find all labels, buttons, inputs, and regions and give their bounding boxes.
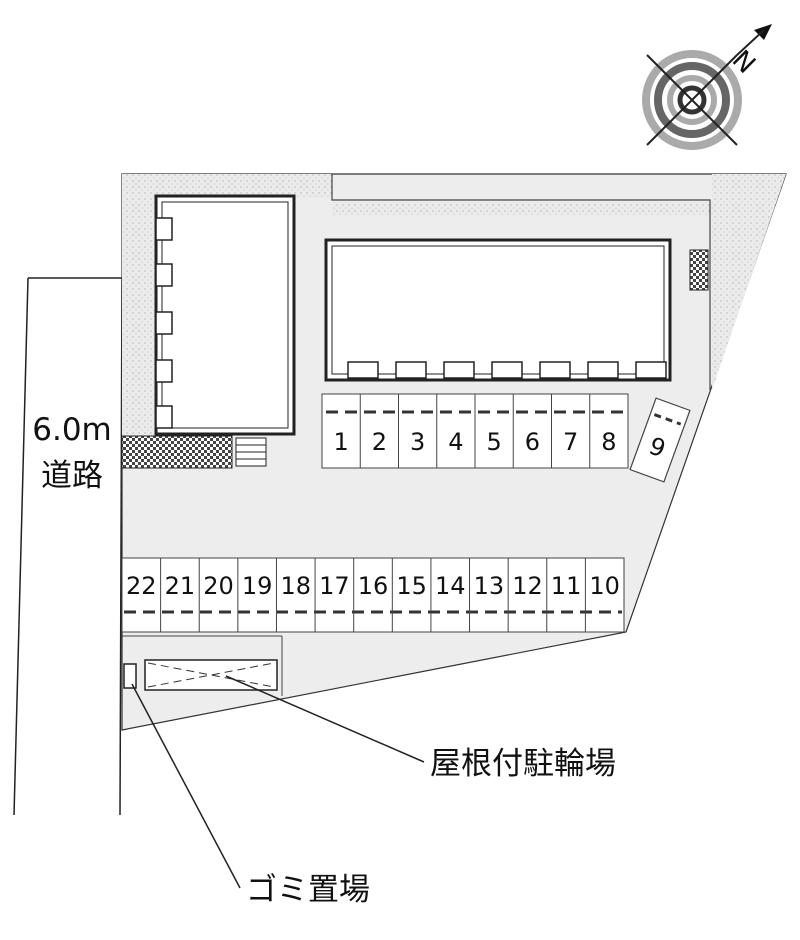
stall-label-22: 22 — [126, 572, 157, 600]
stall-label-8: 8 — [601, 428, 616, 456]
parking-stall-9: 9 — [629, 397, 691, 483]
bicycle-parking-x-2 — [147, 662, 275, 688]
paving-area — [121, 435, 233, 469]
stall-label-18: 18 — [280, 572, 311, 600]
landscape-strip-top — [122, 174, 332, 198]
stall-label-19: 19 — [242, 572, 273, 600]
stairs — [235, 437, 267, 467]
bicycle-parking-label: 屋根付駐輪場 — [430, 746, 616, 782]
stall-label-21: 21 — [165, 572, 196, 600]
stall-label-2: 2 — [372, 428, 387, 456]
garbage-area — [123, 663, 137, 689]
bicycle-parking-x-1 — [147, 662, 275, 688]
leader-line-bicycle — [225, 675, 425, 763]
building-b-balconies — [347, 361, 667, 379]
stall-label-14: 14 — [435, 572, 466, 600]
stall-label-16: 16 — [358, 572, 389, 600]
bicycle-parking-area — [144, 659, 278, 691]
stall-label-20: 20 — [203, 572, 234, 600]
stall-label-15: 15 — [396, 572, 427, 600]
stall-label-7: 7 — [563, 428, 578, 456]
stall-label-4: 4 — [448, 428, 463, 456]
stall-label-6: 6 — [525, 428, 540, 456]
stall-label-13: 13 — [474, 572, 505, 600]
landscape-strip-left — [122, 174, 154, 436]
garbage-label: ゴミ置場 — [246, 872, 370, 908]
parking-row-top-dividers — [359, 394, 591, 468]
landscape-strip-upper — [332, 202, 712, 216]
stall-label-1: 1 — [333, 428, 348, 456]
stall-label-11: 11 — [551, 572, 582, 600]
utility-box — [689, 249, 709, 291]
stall-label-3: 3 — [410, 428, 425, 456]
stall-label-10: 10 — [589, 572, 620, 600]
building-a-balconies — [155, 217, 173, 429]
stall-label-5: 5 — [486, 428, 501, 456]
leader-line-garbage — [131, 683, 241, 889]
compass-rose-icon: N — [642, 24, 772, 150]
landscape-strip-right — [712, 174, 786, 390]
road-name-label: 道路 — [41, 458, 103, 494]
stall-label-17: 17 — [319, 572, 350, 600]
road-edge-line-left — [13, 277, 29, 816]
parking-row-bottom-frame — [121, 557, 625, 633]
building-b — [324, 238, 672, 382]
stall-label-12: 12 — [512, 572, 543, 600]
road-width-label: 6.0m — [32, 412, 112, 448]
parking-row-bottom-dividers — [160, 558, 586, 632]
walkway-outline — [331, 174, 711, 390]
building-a — [154, 194, 296, 436]
